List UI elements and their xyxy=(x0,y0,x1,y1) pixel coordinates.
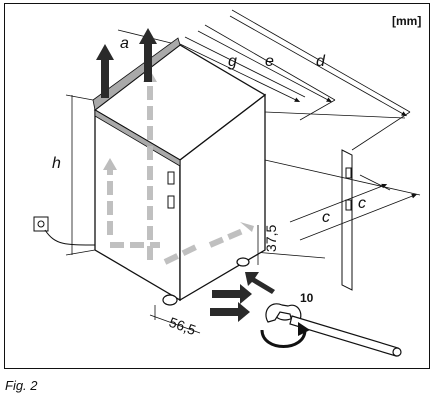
refrigerator xyxy=(93,44,267,302)
label-g: g xyxy=(228,53,237,70)
label-wrench-size: 10 xyxy=(300,291,314,305)
top-vent-arrows xyxy=(96,28,157,98)
label-c-2: c xyxy=(358,195,366,212)
dimension-h xyxy=(65,94,96,256)
label-d: d xyxy=(316,53,326,70)
air-flow-arrows xyxy=(107,80,247,265)
rotate-arrowhead xyxy=(298,322,310,336)
unit-label: [mm] xyxy=(392,14,422,28)
dimension-small xyxy=(149,225,259,334)
label-e: e xyxy=(265,53,274,70)
dimension-lines-top xyxy=(117,9,411,151)
power-plug-icon xyxy=(33,216,96,246)
label-a: a xyxy=(120,35,129,52)
side-wall xyxy=(341,149,353,291)
door-hinges xyxy=(167,167,352,211)
figure-caption: Fig. 2 xyxy=(5,378,38,393)
label-56-5: 56,5 xyxy=(167,314,198,338)
rotate-arrow-icon xyxy=(260,329,307,348)
label-c-1: c xyxy=(322,209,330,226)
label-37-5: 37,5 xyxy=(263,225,279,252)
wrench-icon xyxy=(265,303,402,357)
label-h: h xyxy=(52,155,61,172)
bottom-inlet-arrows xyxy=(210,272,275,322)
